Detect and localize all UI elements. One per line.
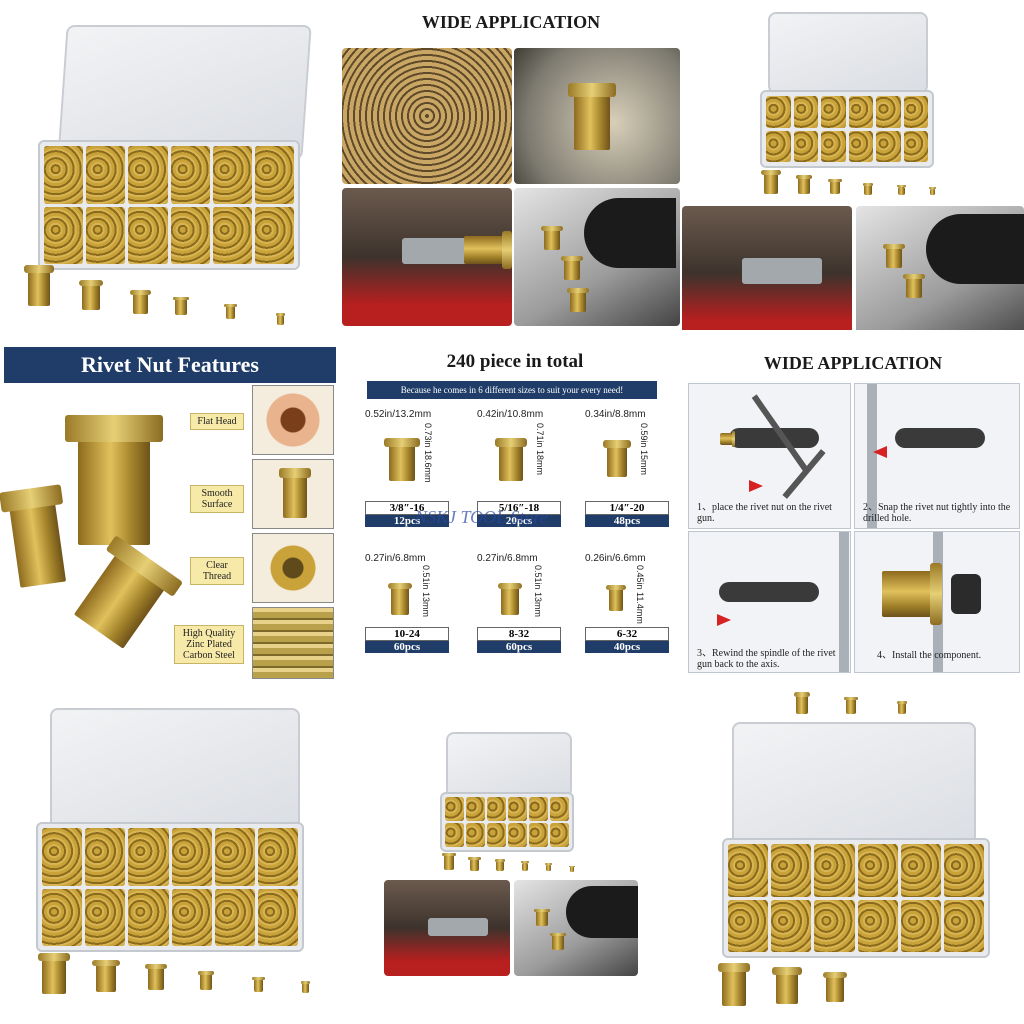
store-watermark: NSKJ TOOL Store — [415, 507, 548, 527]
photo-vise-clamp — [342, 188, 512, 326]
feature-label-steel: High Quality Zinc Plated Carbon Steel — [174, 625, 244, 664]
size-item: 0.42in/10.8mm 0.71in 18mm 5/16″-18 20pcs — [477, 409, 597, 527]
feature-thumb-steel — [252, 607, 334, 679]
pcs-label: 12pcs — [365, 515, 449, 527]
rivet-nut-size-2 — [78, 279, 104, 310]
pcs-label: 48pcs — [585, 515, 669, 527]
product-image-box-1[interactable] — [0, 0, 330, 330]
size-item: 0.27in/6.8mm 0.51in 13mm 10-24 60pcs — [365, 553, 485, 663]
features-title: Rivet Nut Features — [4, 347, 336, 383]
feature-label-clear-thread: Clear Thread — [190, 557, 244, 585]
box-tray — [760, 90, 934, 168]
pcs-label: 60pcs — [365, 641, 449, 653]
box-tray — [38, 140, 300, 270]
product-image-wide-application-1[interactable]: WIDE APPLICATION — [340, 0, 682, 330]
wide-application-heading-2: WIDE APPLICATION — [763, 353, 943, 373]
size-item: 0.52in/13.2mm 0.73in 18.6mm 3/8″-16 12pc… — [365, 409, 485, 527]
product-image-features[interactable]: Rivet Nut Features Flat Head Smooth Surf… — [0, 345, 340, 685]
rivet-nut-size-4 — [172, 296, 190, 315]
size-label: 3/8″-16 — [365, 501, 449, 515]
pcs-label: 20pcs — [477, 515, 561, 527]
product-image-sizes[interactable]: 240 piece in total Because he comes in 6… — [355, 345, 675, 685]
box-lid — [50, 708, 300, 838]
rivet-nut-bottom — [73, 547, 171, 649]
rivet-nut-size-6 — [275, 313, 286, 325]
feature-label-flat-head: Flat Head — [190, 413, 244, 430]
step-3: 3、Rewind the spindle of the rivet gun ba… — [688, 531, 851, 673]
size-item: 0.26in/6.6mm 0.45in 11.4mm 6-32 40pcs — [585, 553, 675, 663]
box-lid — [768, 12, 928, 94]
rivet-nut-large — [65, 415, 163, 545]
photo-rivet-gun-installing — [514, 880, 638, 976]
step-1: 1、place the rivet nut on the rivet gun. — [688, 383, 851, 529]
product-image-box-5[interactable] — [700, 690, 1024, 1024]
box-tray — [440, 792, 574, 852]
rivet-nut-size-1 — [24, 264, 54, 306]
total-banner: Because he comes in 6 different sizes to… — [367, 381, 657, 399]
total-title: 240 piece in total — [446, 351, 584, 372]
feature-thumb-clear-thread — [252, 533, 334, 603]
photo-perforated-sheet — [342, 48, 512, 184]
feature-thumb-smooth-surface — [252, 459, 334, 529]
product-image-box-2[interactable] — [682, 0, 1024, 330]
product-image-box-3[interactable] — [0, 700, 330, 1024]
photo-vise-clamp — [384, 880, 510, 976]
photo-rivet-gun-installing — [514, 188, 680, 326]
feature-label-smooth-surface: Smooth Surface — [190, 485, 244, 513]
rivet-nut-size-3 — [130, 290, 151, 314]
size-label: 1/4″-20 — [585, 501, 669, 515]
photo-threaded-rivet — [514, 48, 680, 184]
step-2: 2、Snap the rivet nut tightly into the dr… — [854, 383, 1020, 529]
product-image-steps[interactable]: WIDE APPLICATION 1、place the rivet nut o… — [686, 345, 1024, 685]
rivet-nut-left — [7, 492, 67, 588]
size-label: 8-32 — [477, 627, 561, 641]
box-lid — [446, 732, 572, 798]
size-label: 10-24 — [365, 627, 449, 641]
size-label: 5/16″-18 — [477, 501, 561, 515]
product-image-box-4[interactable] — [380, 730, 680, 1010]
pcs-label: 40pcs — [585, 641, 669, 653]
feature-thumb-flat-head — [252, 385, 334, 455]
size-label: 6-32 — [585, 627, 669, 641]
box-tray — [36, 822, 304, 952]
step-4: 4、Install the component. — [854, 531, 1020, 673]
photo-rivet-gun-installing — [856, 206, 1024, 330]
size-item: 0.27in/6.8mm 0.51in 13mm 8-32 60pcs — [477, 553, 597, 663]
photo-vise-clamp — [682, 206, 852, 330]
rivet-nut-size-5 — [224, 303, 237, 319]
box-lid — [732, 722, 976, 852]
box-tray — [722, 838, 990, 958]
size-item: 0.34in/8.8mm 0.59in 15mm 1/4″-20 48pcs — [585, 409, 675, 527]
wide-application-heading: WIDE APPLICATION — [421, 12, 601, 32]
pcs-label: 60pcs — [477, 641, 561, 653]
